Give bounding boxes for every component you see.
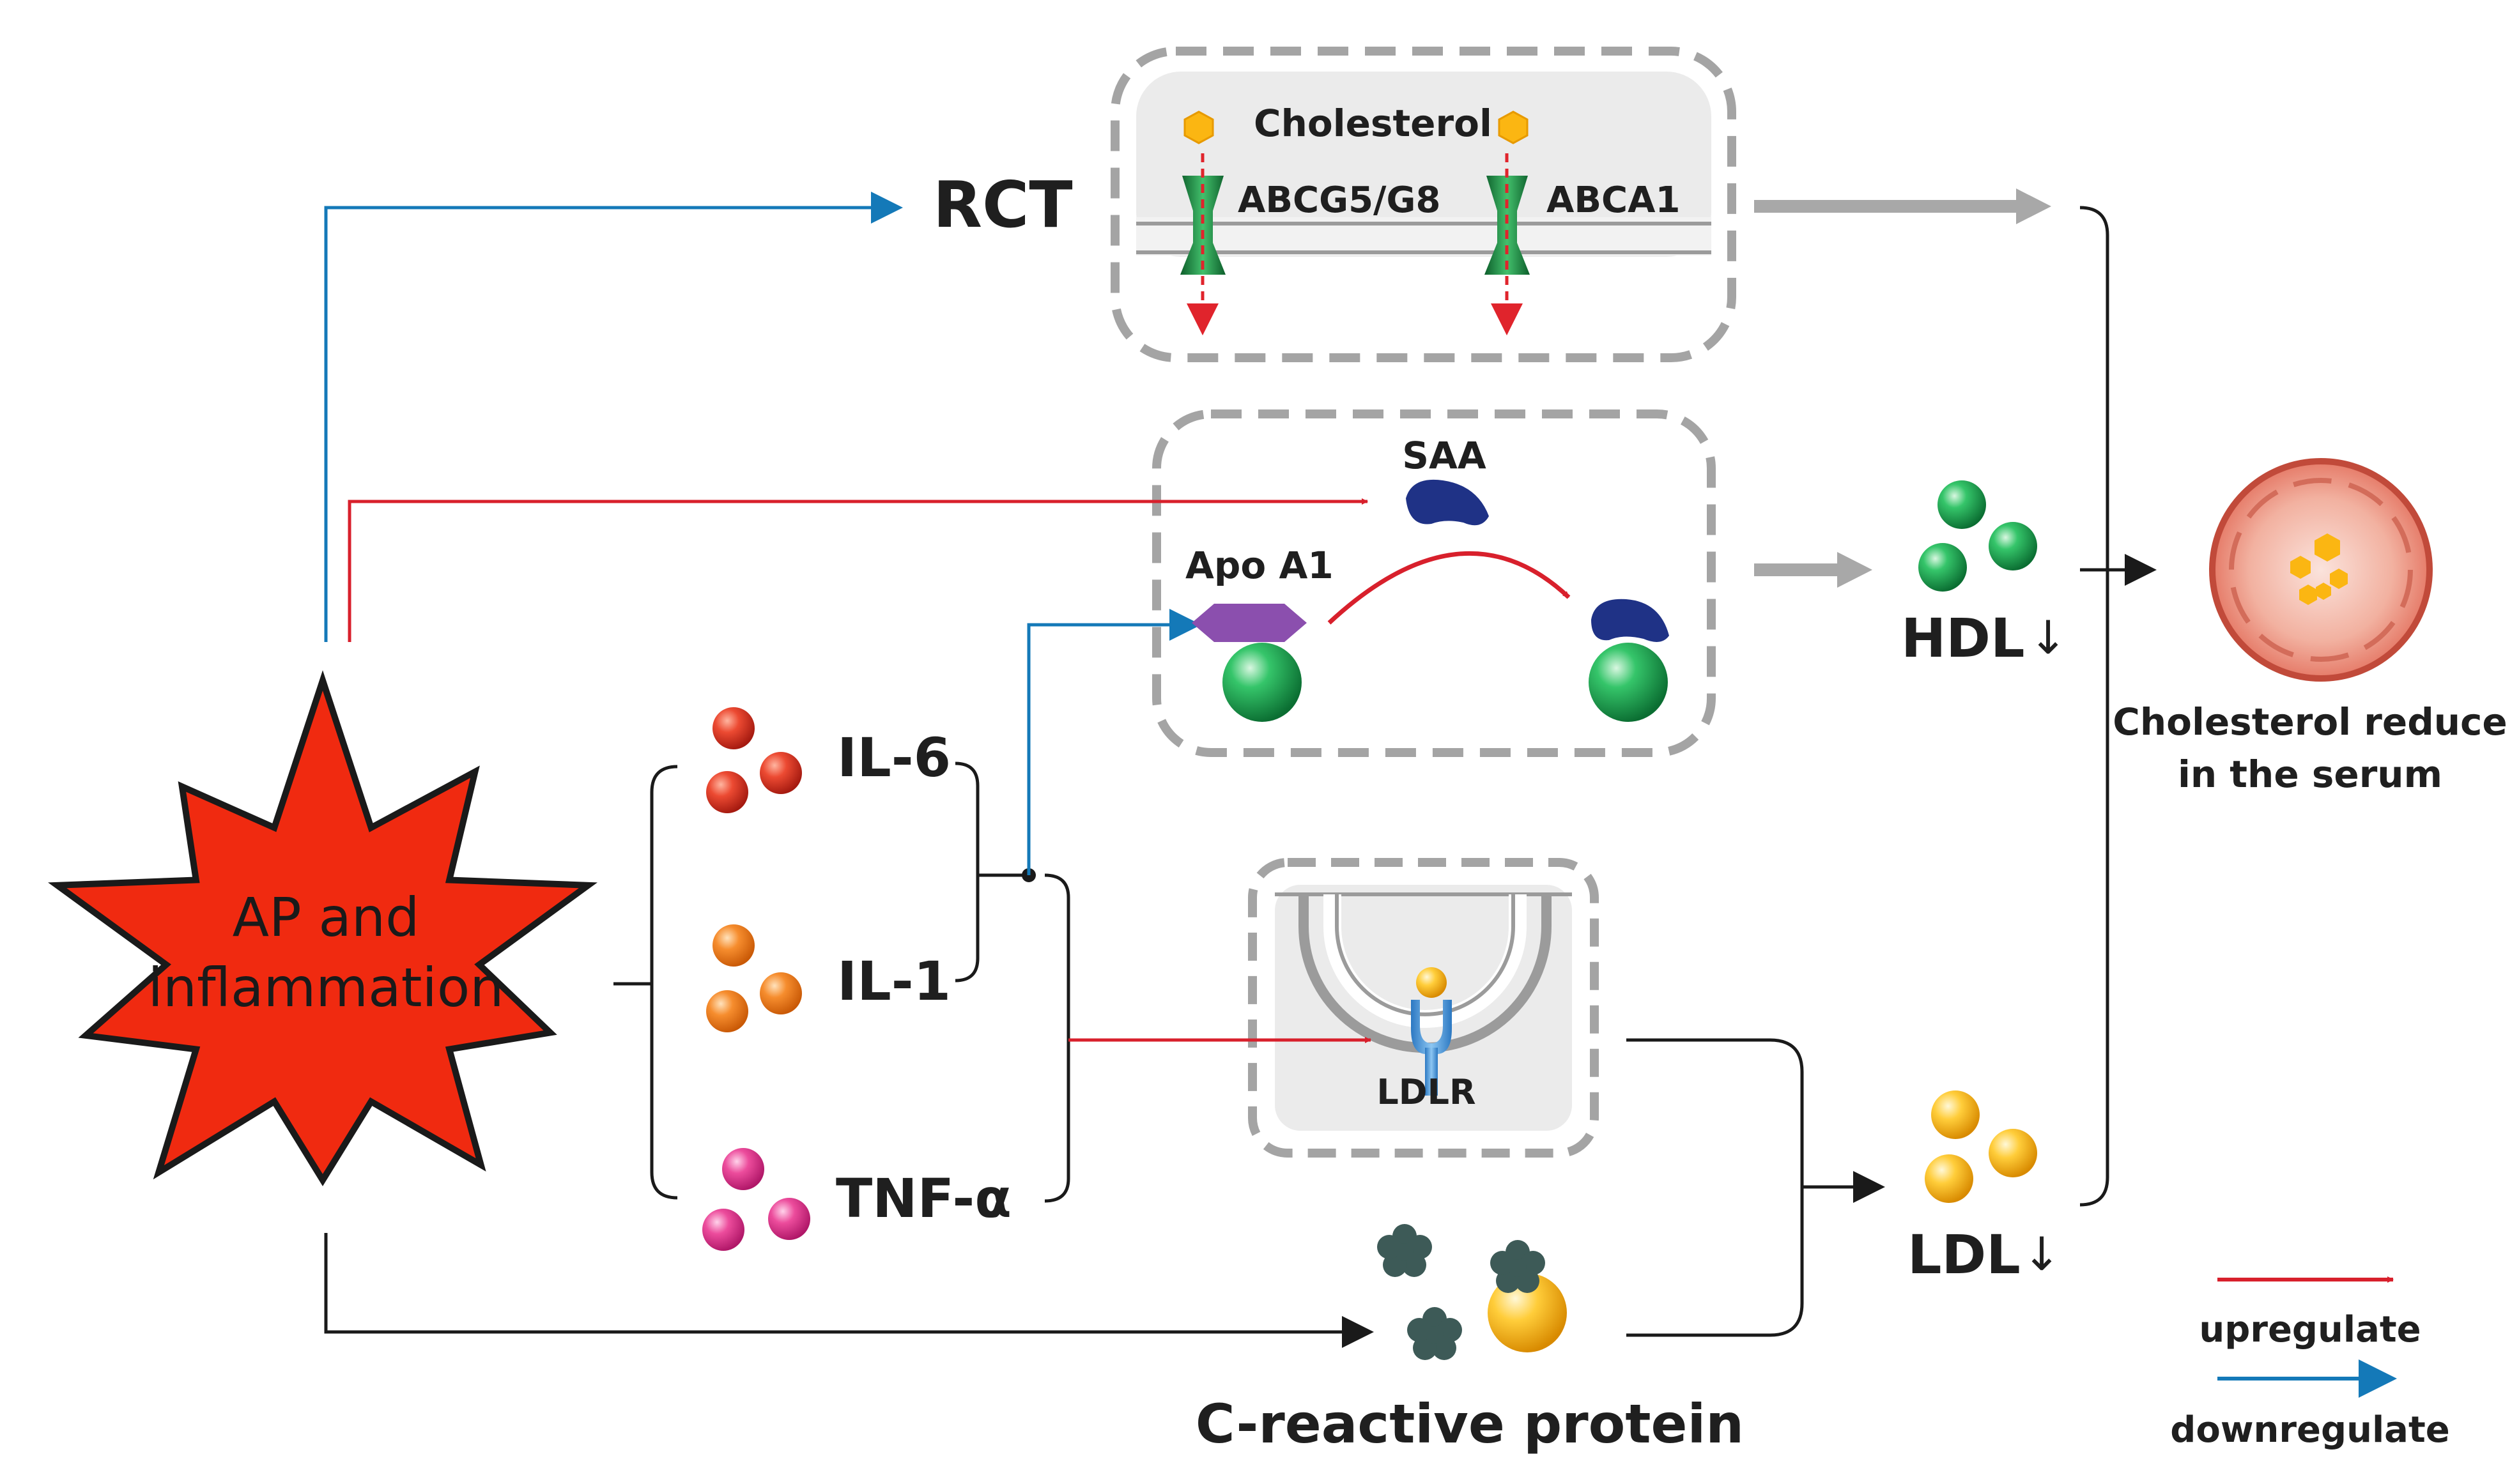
rct-membrane-box (1111, 47, 1736, 362)
coated-pit-inner (1323, 894, 1527, 1028)
ldlr-label: LDLR (1376, 1072, 1475, 1112)
legend-downregulate-label: downregulate (2170, 1409, 2449, 1451)
hdl-label: HDL (1901, 607, 2025, 669)
legend-upregulate-label: upregulate (2199, 1309, 2421, 1350)
tnf-label: TNF-α (836, 1167, 1012, 1230)
il6-il1-bracket (955, 761, 980, 983)
cytokine-right-bracket (1044, 873, 1070, 1203)
tnf-particles-icon (702, 1148, 810, 1251)
saa-protein-icon (1406, 479, 1489, 526)
cholesterol-icon-left (1183, 111, 1214, 144)
ap-label-line2: inflammation (148, 956, 504, 1019)
blood-vessel-icon (2209, 458, 2433, 682)
legend: upregulate downregulate (2170, 1276, 2450, 1451)
il1-particles-icon (706, 924, 802, 1032)
cytokine-left-bracket (650, 765, 678, 1200)
arrow-ap-to-crp (324, 1233, 1374, 1348)
arrow-saa-replaces-apoa1 (1327, 551, 1571, 625)
hdl-particles-icon (1918, 480, 2037, 592)
crp-complex-icon (1377, 1224, 1567, 1360)
arrow-ap-to-saa (348, 498, 1368, 642)
cholesterol-icon-right (1498, 111, 1529, 144)
abca1-transporter-icon (1484, 153, 1530, 335)
transporter-label-abcg5-g8: ABCG5/G8 (1238, 180, 1440, 221)
hdl-particle-before (1222, 643, 1302, 722)
outcome-label-line2: in the serum (2178, 753, 2442, 796)
transporter-label-abca1: ABCA1 (1546, 180, 1680, 221)
saa-bound-icon (1591, 599, 1669, 642)
outcome-label-line1: Cholesterol reduce (2113, 700, 2507, 744)
cholesterol-label: Cholesterol (1254, 102, 1492, 145)
il1-label: IL-1 (837, 950, 951, 1013)
apoa1-protein-icon (1192, 604, 1307, 642)
abcg5-g8-transporter-icon (1180, 153, 1226, 335)
ap-label-line1: AP and (233, 886, 420, 949)
hdl-particle-after (1589, 643, 1668, 722)
ldl-particles-icon (1925, 1090, 2037, 1203)
ldl-label: LDL (1907, 1223, 2021, 1286)
hdl-decrease-arrow: ↓ (2029, 611, 2067, 664)
ldlr-receptor-icon (1411, 967, 1452, 1096)
ldlr-box (1248, 858, 1599, 1158)
arrow-ap-to-rct (324, 192, 903, 642)
arrow-cytokines-to-apoa1 (1027, 609, 1201, 875)
outcome-bracket (2079, 206, 2109, 1207)
il6-label: IL-6 (837, 726, 951, 789)
rct-label: RCT (933, 167, 1073, 242)
ldlr-crp-bracket (1626, 1038, 1804, 1337)
ap-inflammation-star: AP and inflammation (48, 670, 597, 1186)
apoa1-label: Apo A1 (1185, 544, 1334, 587)
saa-label: SAA (1402, 434, 1486, 477)
ldl-decrease-arrow: ↓ (2022, 1227, 2061, 1281)
crp-label: C-reactive protein (1196, 1393, 1744, 1455)
il6-particles-icon (706, 707, 802, 813)
